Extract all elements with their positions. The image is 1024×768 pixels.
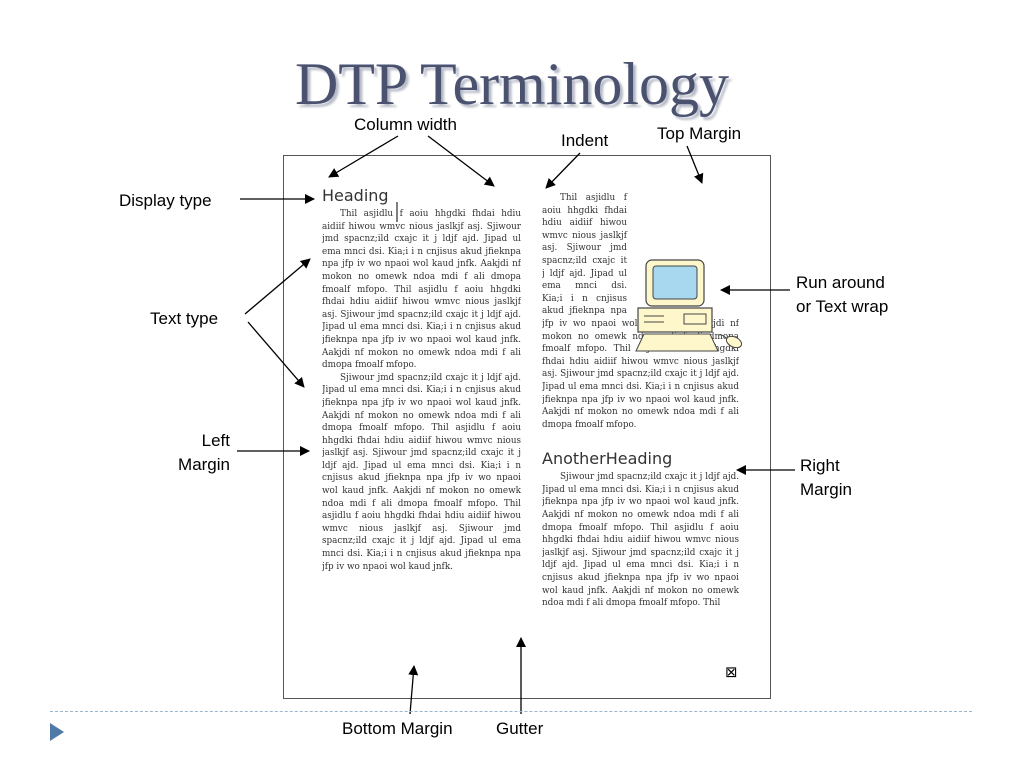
body-paragraph: Thil asjidlu f aoiu hhgdki fhdai hdiu ai…	[322, 209, 521, 371]
label-right-margin-line2: Margin	[800, 480, 852, 499]
computer-icon	[635, 259, 743, 352]
label-column-width: Column width	[354, 115, 457, 134]
display-heading-2: AnotherHeading	[542, 449, 673, 469]
body-paragraph: Sjiwour jmd spacnz;ild cxajc it j ldjf a…	[542, 472, 739, 609]
mouse-icon	[718, 334, 743, 349]
label-bottom-margin: Bottom Margin	[342, 719, 453, 738]
label-indent: Indent	[561, 131, 609, 150]
display-heading: Heading	[322, 186, 389, 205]
label-run-around: Run around or Text wrap	[796, 271, 888, 319]
footer-divider	[50, 711, 972, 712]
label-text-type: Text type	[150, 309, 219, 328]
document-page: Heading Thil asjidlu f aoiu hhgdki fhdai…	[283, 155, 771, 699]
left-column: Heading Thil asjidlu f aoiu hhgdki fhdai…	[322, 186, 521, 666]
label-left-margin-line1: Left	[201, 431, 230, 450]
label-right-margin: Right Margin	[800, 454, 852, 502]
label-left-margin: Left Margin	[150, 429, 230, 477]
label-display-type: Display type	[119, 191, 212, 210]
label-top-margin: Top Margin	[657, 124, 742, 143]
label-left-margin-line2: Margin	[178, 455, 230, 474]
label-run-around-line2: or Text wrap	[796, 297, 889, 316]
body-paragraph: Sjiwour jmd spacnz;ild cxajc it j ldjf a…	[322, 372, 521, 572]
slide-title: DTP Terminology	[294, 51, 730, 117]
bullet-triangle-icon	[50, 723, 64, 741]
label-run-around-line1: Run around	[796, 273, 885, 292]
label-right-margin-line1: Right	[800, 456, 840, 475]
end-mark-icon: ⊠	[725, 663, 738, 681]
label-gutter: Gutter	[496, 719, 544, 738]
